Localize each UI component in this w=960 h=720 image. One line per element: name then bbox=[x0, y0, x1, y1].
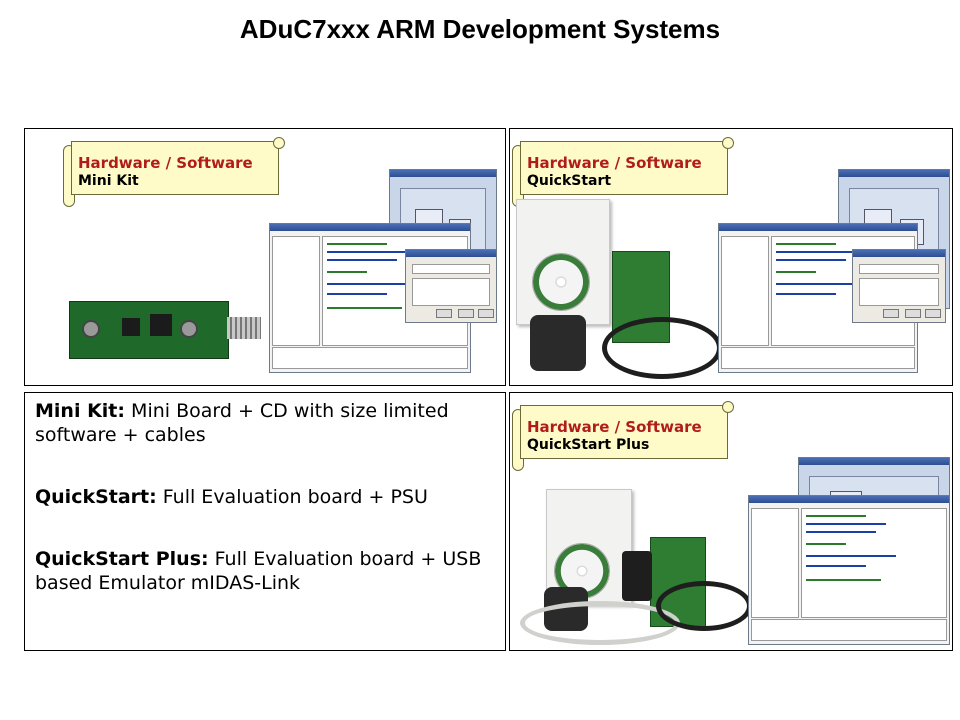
mini-kit-description: Mini Kit: Mini Board + CD with size limi… bbox=[35, 400, 449, 446]
mini-kit-label-category: Hardware / Software bbox=[78, 154, 253, 172]
mini-board-image bbox=[69, 301, 229, 359]
mini-kit-label-name: Mini Kit bbox=[78, 173, 139, 189]
cable-image bbox=[656, 581, 752, 631]
download-dialog-image bbox=[405, 249, 497, 323]
ide-window-image bbox=[718, 223, 918, 373]
quickstart-label-name: QuickStart bbox=[527, 173, 612, 189]
ide-window-image bbox=[748, 495, 950, 645]
mini-kit-panel: Hardware / Software Mini Kit bbox=[24, 128, 506, 386]
quickstart-label-scroll: Hardware / Software QuickStart bbox=[510, 137, 734, 207]
quickstart-label-category: Hardware / Software bbox=[527, 154, 702, 172]
usb-emulator-image bbox=[622, 551, 652, 601]
mini-kit-label-scroll: Hardware / Software Mini Kit bbox=[61, 137, 285, 207]
mini-board-header-pins bbox=[227, 317, 261, 339]
download-dialog-image bbox=[852, 249, 946, 323]
quickstart-plus-label-name: QuickStart Plus bbox=[527, 437, 650, 453]
quickstart-plus-label-category: Hardware / Software bbox=[527, 418, 702, 436]
quickstart-plus-panel: Hardware / Software QuickStart Plus bbox=[509, 392, 953, 651]
page-title: ADuC7xxx ARM Development Systems bbox=[239, 14, 721, 44]
cable-image bbox=[602, 317, 722, 379]
power-supply-image bbox=[530, 315, 586, 371]
quickstart-plus-description: QuickStart Plus: Full Evaluation board +… bbox=[35, 548, 482, 594]
quickstart-plus-label-scroll: Hardware / Software QuickStart Plus bbox=[510, 401, 734, 471]
quickstart-description: QuickStart: Full Evaluation board + PSU bbox=[35, 486, 428, 508]
kit-descriptions-panel: Mini Kit: Mini Board + CD with size limi… bbox=[24, 392, 506, 651]
quickstart-panel: Hardware / Software QuickStart bbox=[509, 128, 953, 386]
cd-image bbox=[532, 253, 590, 311]
